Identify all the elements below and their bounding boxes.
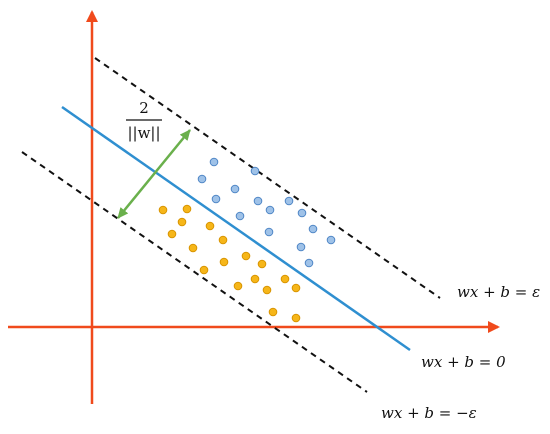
orange-points bbox=[158, 204, 301, 323]
orange-point bbox=[219, 257, 229, 267]
upper-boundary-label: wx + b = ε bbox=[457, 283, 540, 301]
blue-point bbox=[197, 174, 207, 184]
blue-point bbox=[308, 224, 318, 234]
orange-point bbox=[250, 274, 260, 284]
blue-points bbox=[197, 157, 336, 268]
orange-point bbox=[218, 235, 228, 245]
separator-line bbox=[61, 105, 411, 352]
orange-point bbox=[280, 274, 290, 284]
blue-point bbox=[250, 166, 260, 176]
lower-boundary-label: wx + b = −ε bbox=[381, 404, 477, 422]
orange-point bbox=[167, 229, 177, 239]
blue-point bbox=[230, 184, 240, 194]
blue-point bbox=[264, 227, 274, 237]
blue-point bbox=[211, 194, 221, 204]
orange-point bbox=[158, 205, 168, 215]
margin-denominator: ||w|| bbox=[127, 124, 160, 142]
orange-point bbox=[177, 217, 187, 227]
blue-point bbox=[209, 157, 219, 167]
blue-point bbox=[253, 196, 263, 206]
lower-boundary-line bbox=[21, 151, 368, 393]
orange-point bbox=[291, 283, 301, 293]
orange-point bbox=[233, 281, 243, 291]
blue-point bbox=[326, 235, 336, 245]
orange-point bbox=[262, 285, 272, 295]
separator-label: wx + b = 0 bbox=[421, 353, 506, 371]
blue-point bbox=[284, 196, 294, 206]
orange-point bbox=[188, 243, 198, 253]
blue-point bbox=[235, 211, 245, 221]
blue-point bbox=[304, 258, 314, 268]
orange-point bbox=[182, 204, 192, 214]
blue-point bbox=[296, 242, 306, 252]
margin-arrow bbox=[117, 129, 191, 219]
blue-point bbox=[265, 205, 275, 215]
orange-point bbox=[199, 265, 209, 275]
orange-point bbox=[291, 313, 301, 323]
orange-point bbox=[205, 221, 215, 231]
blue-point bbox=[297, 208, 307, 218]
orange-point bbox=[257, 259, 267, 269]
orange-point bbox=[268, 307, 278, 317]
margin-numerator: 2 bbox=[139, 99, 149, 117]
orange-point bbox=[241, 251, 251, 261]
upper-boundary-line bbox=[94, 57, 441, 299]
